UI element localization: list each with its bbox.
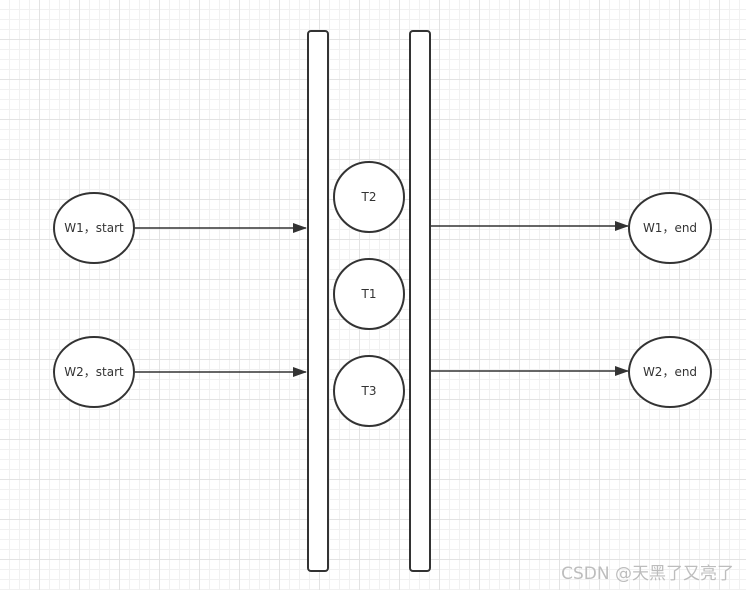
- node-w2-start[interactable]: W2，start: [53, 336, 135, 408]
- node-w1-start-label: W1，start: [64, 221, 124, 235]
- right-bar[interactable]: [409, 30, 431, 572]
- watermark: CSDN @天黑了又亮了: [561, 564, 734, 584]
- node-w1-end[interactable]: W1，end: [628, 192, 712, 264]
- node-t1[interactable]: T1: [333, 258, 405, 330]
- node-w1-end-label: W1，end: [643, 221, 697, 235]
- node-t1-label: T1: [361, 287, 377, 301]
- node-w2-end-label: W2，end: [643, 365, 697, 379]
- node-t3[interactable]: T3: [333, 355, 405, 427]
- left-bar[interactable]: [307, 30, 329, 572]
- node-t2-label: T2: [361, 190, 377, 204]
- node-w1-start[interactable]: W1，start: [53, 192, 135, 264]
- node-w2-start-label: W2，start: [64, 365, 124, 379]
- node-t2[interactable]: T2: [333, 161, 405, 233]
- node-t3-label: T3: [361, 384, 377, 398]
- node-w2-end[interactable]: W2，end: [628, 336, 712, 408]
